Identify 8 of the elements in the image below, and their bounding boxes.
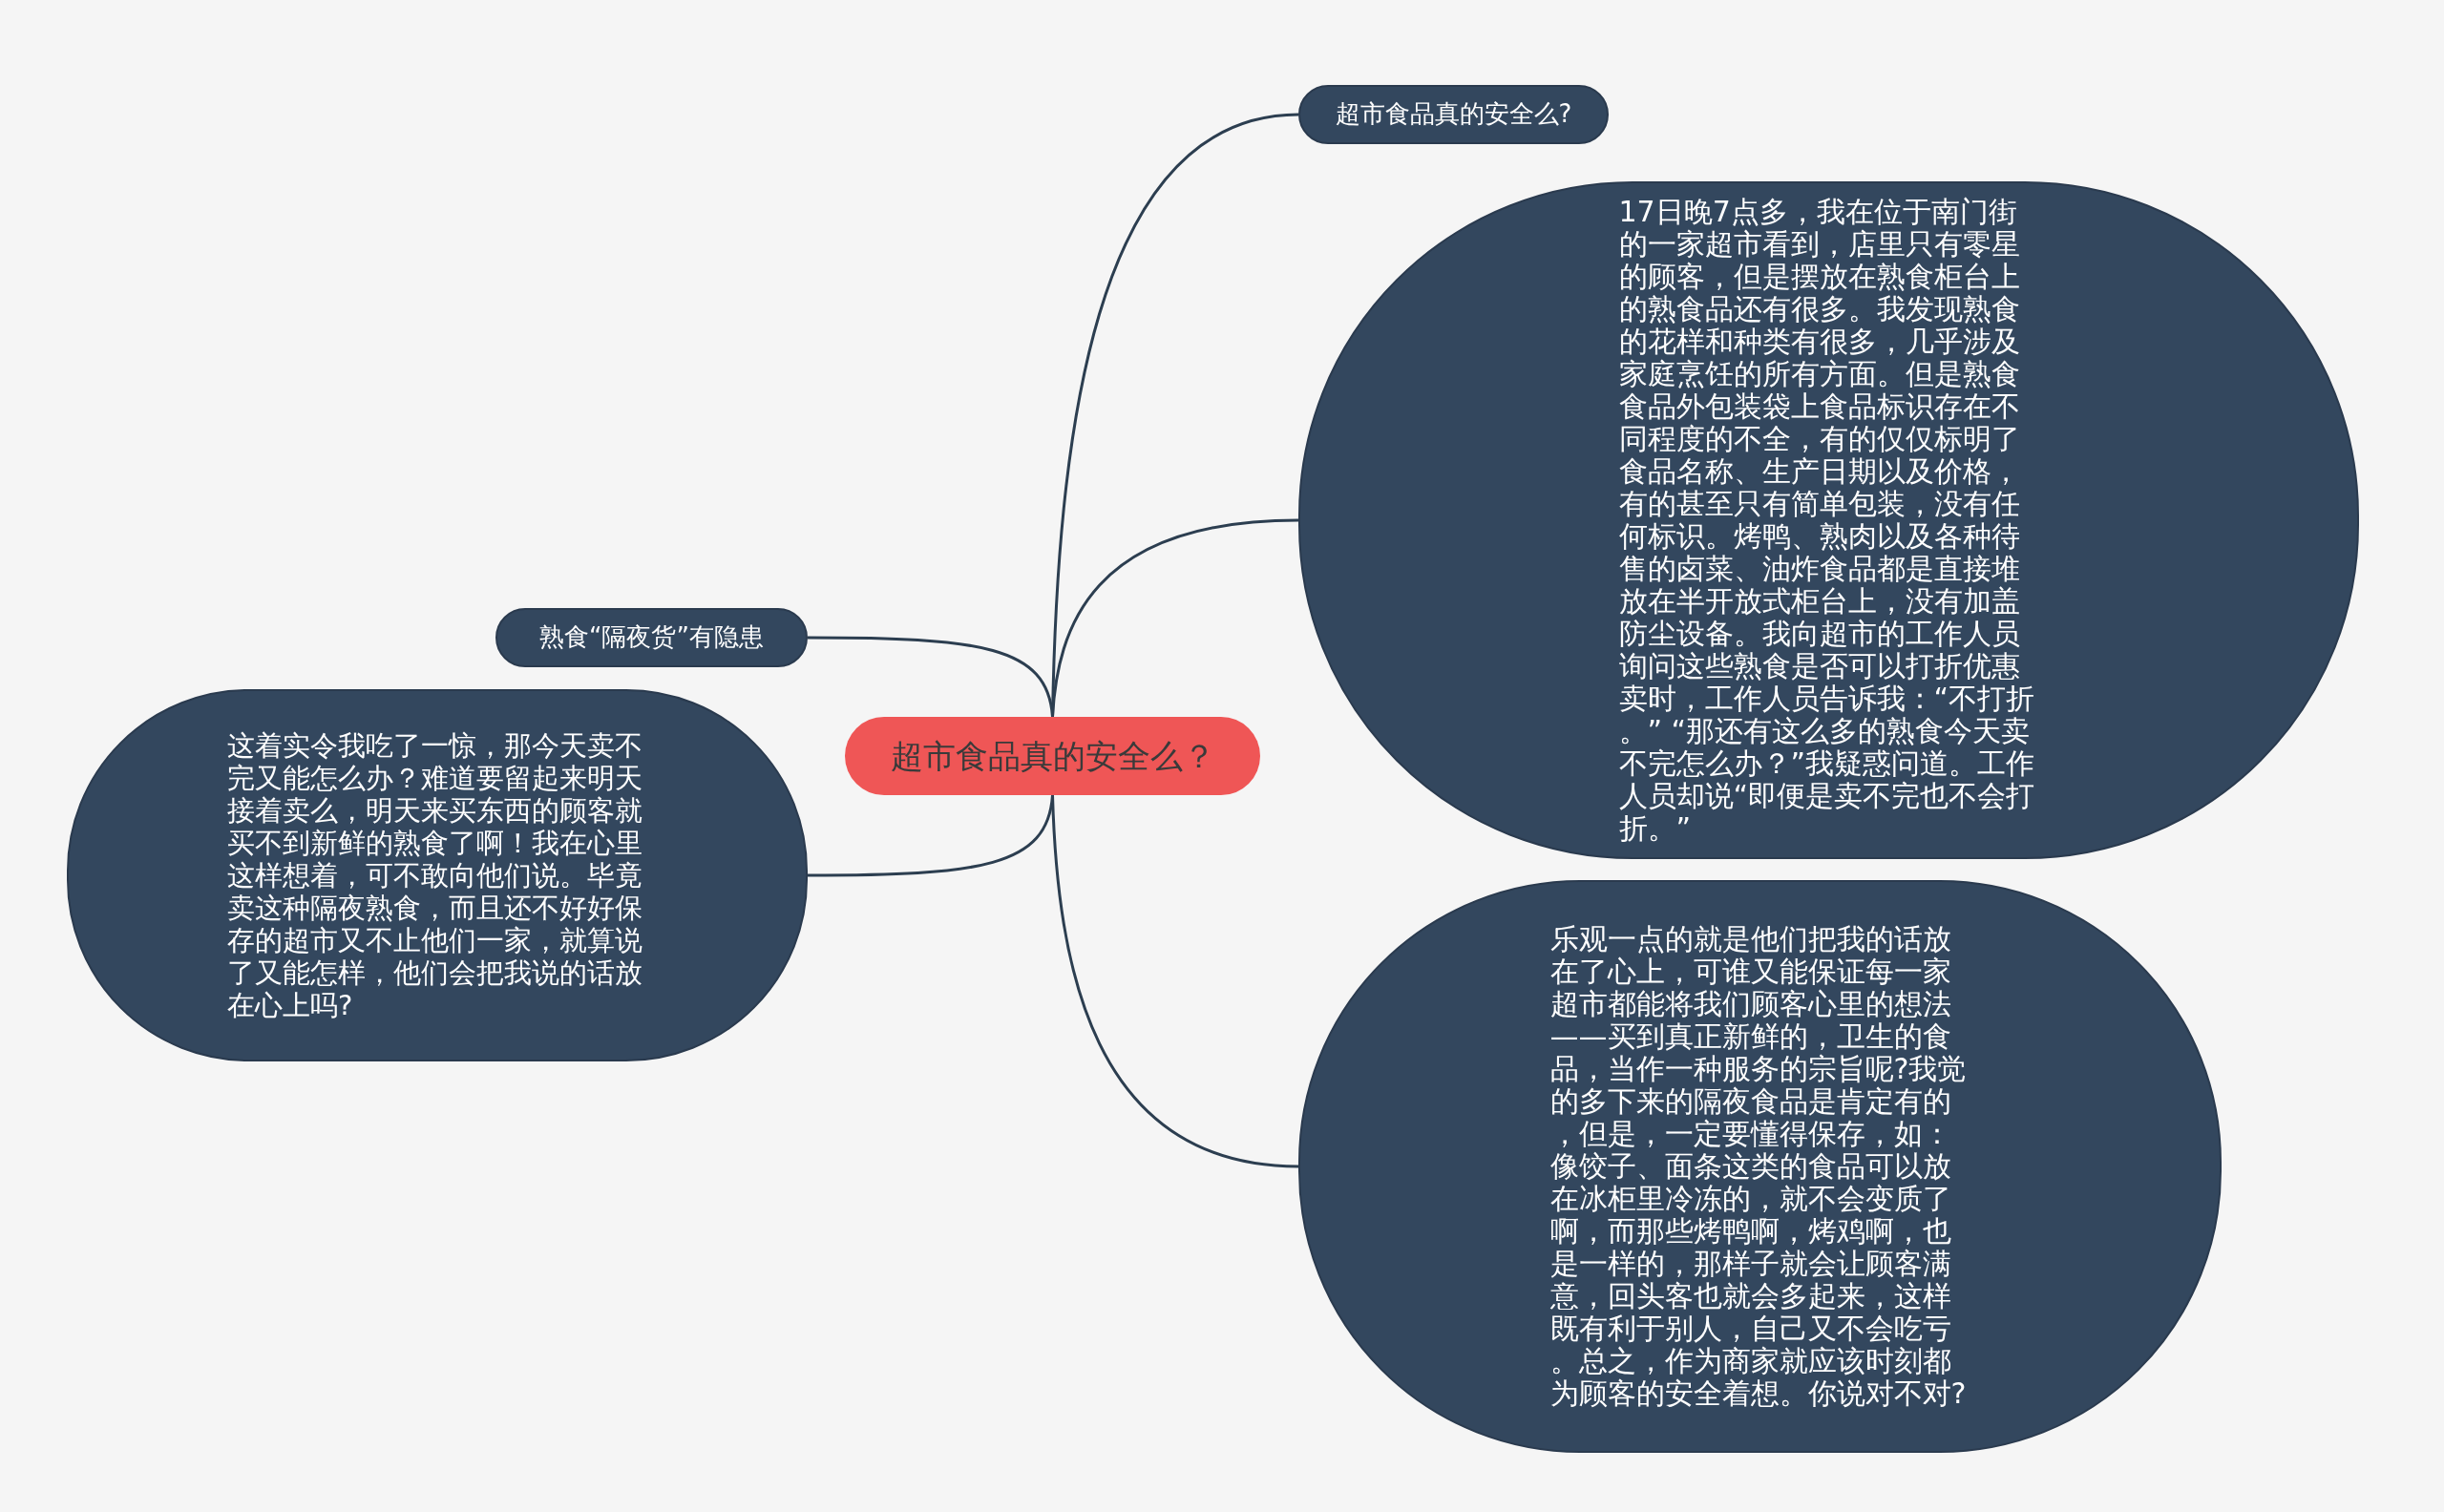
subtopic-text: 超市食品真的安全么? (1334, 98, 1573, 131)
bubble-text: 乐观一点的就是他们把我的话放在了心上，可谁又能保证每一家超市都能将我们顾客心里的想法——买到真正新鲜的，卫生的食品，当作一种服务的宗旨呢?我觉的多下来的隔夜食品是肯定有的，但是，一定要懂得保存，如：像饺子、面条这类的食品可以放在冰柜里冷冻的，就不会变质了啊，而那些烤鸭啊，烤鸡啊，也是一样的，那样子就会让顾客满意，回头客也就会多起来，这样既有利于别人，自己又不会吃亏。总之，作为商家就应该时刻都为顾客的安全着想。你说对不对? (1549, 923, 1968, 1410)
bubble-text: 17日晚7点多，我在位于南门街的一家超市看到，店里只有零星的顾客，但是摆放在熟食柜台上的熟食品还有很多。我发现熟食的花样和种类有很多，几乎涉及家庭烹饪的所有方面。但是熟食食品外包装袋上食品标识存在不同程度的不全，有的仅仅标明了食品名称、生产日期以及价格，有的甚至只有简单包装，没有任何标识。烤鸭、熟肉以及各种待售的卤菜、油炸食品都是直接堆放在半开放式柜台上，没有加盖防尘设备。我向超市的工作人员询问这些熟食是否可以打折优惠卖时，工作人员告诉我：“不打折。” “那还有这么多的熟食今天卖不完怎么办？”我疑惑问道。工作人员却说“即便是卖不完也不会打折。” (1618, 196, 2036, 845)
connector (808, 794, 1054, 877)
bubble-text: 这着实令我吃了一惊，那今天卖不完又能怎么办？难道要留起来明天接着卖么，明天来买东西的顾客就买不到新鲜的熟食了啊！我在心里这样想着，可不敢向他们说。毕竟卖这种隔夜熟食，而且还不好好保存的超市又不止他们一家，就算说了又能怎样，他们会把我说的话放在心上吗? (227, 729, 643, 1021)
connector (808, 636, 1054, 718)
subtopic-text: 熟食“隔夜货”有隐患 (538, 621, 765, 654)
topic-text: 超市食品真的安全么？ (889, 735, 1216, 777)
